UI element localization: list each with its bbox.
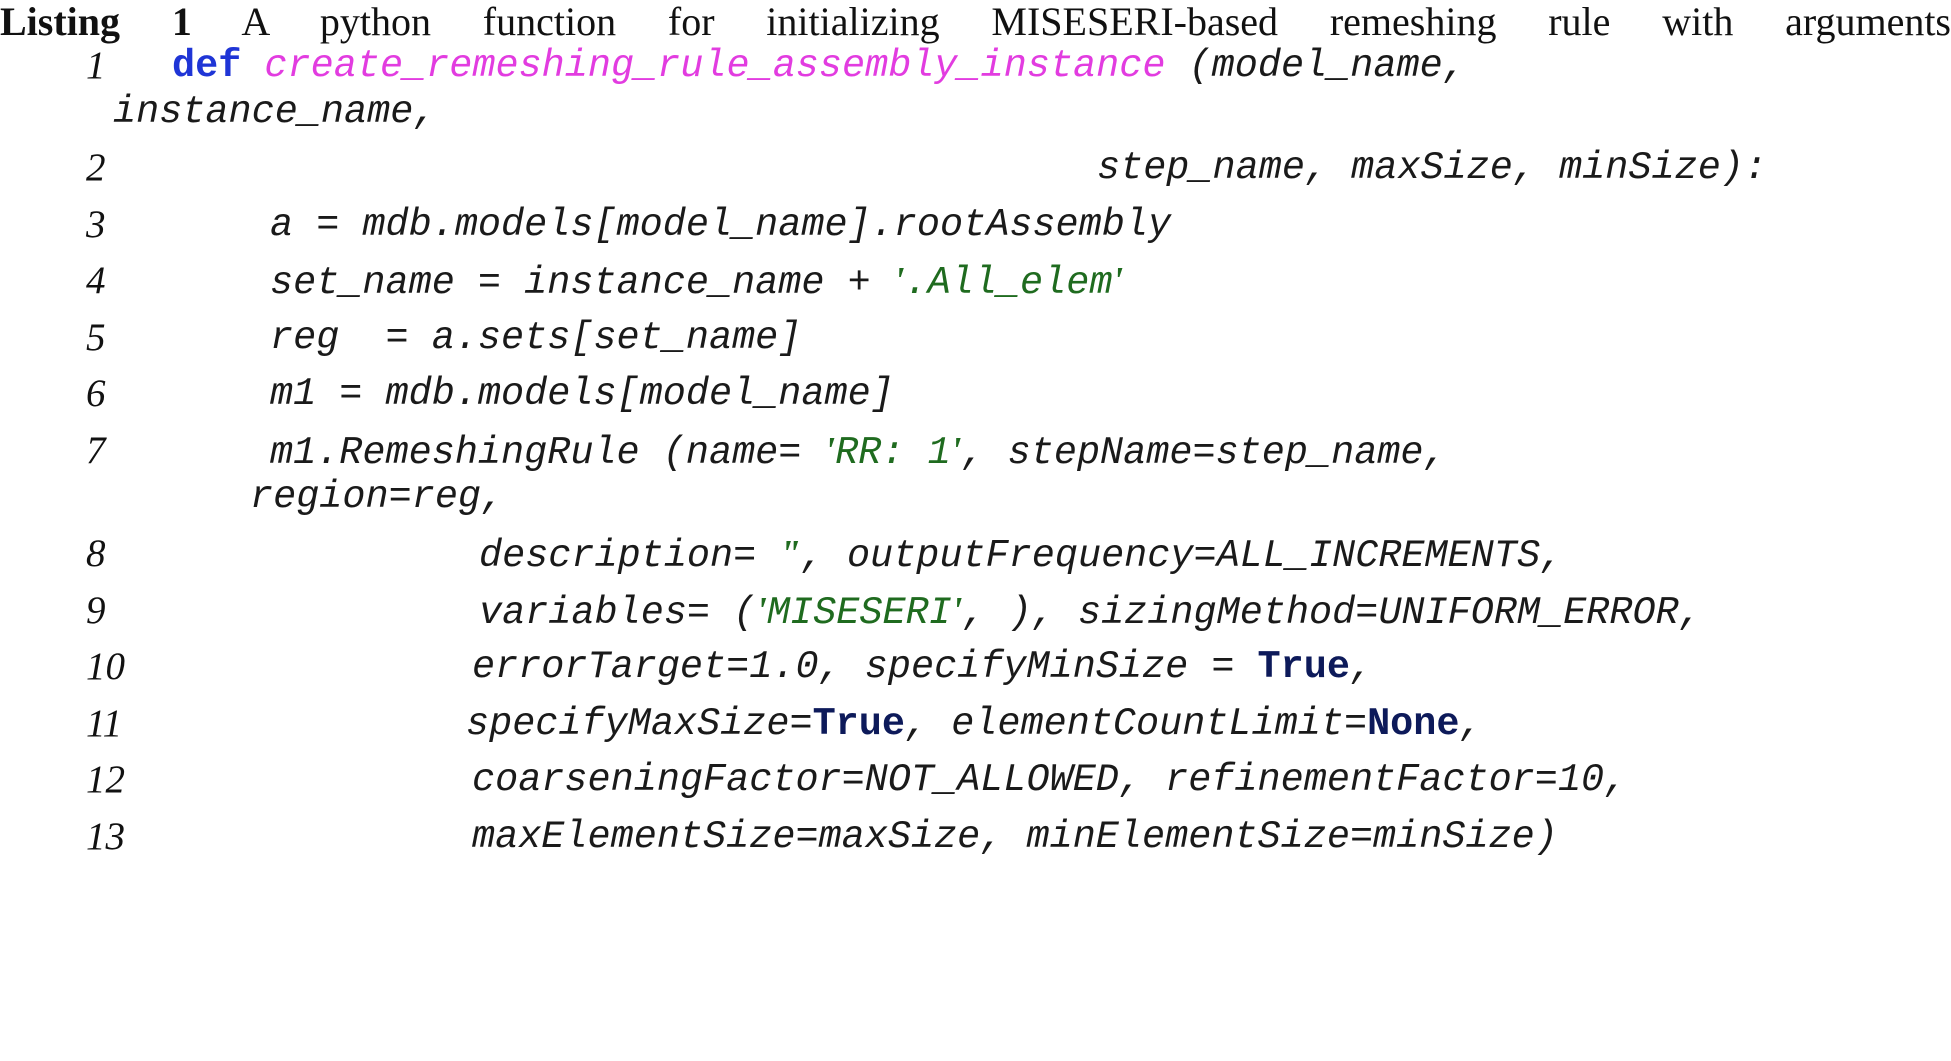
line-number: 7	[86, 429, 106, 472]
quote-mark: "	[779, 533, 801, 575]
line-number: 3	[86, 203, 106, 246]
code-text: , stepName=step_name,	[961, 431, 1447, 475]
quote-mark: '	[893, 260, 905, 302]
line-number: 5	[86, 316, 106, 359]
code-line-1-continuation: instance_name,	[113, 90, 437, 134]
code-text: ,	[1349, 645, 1374, 689]
line-number: 9	[86, 589, 106, 632]
code-text: (model_name,	[1165, 44, 1466, 88]
line-number: 4	[86, 259, 106, 302]
code-text: description=	[479, 534, 780, 578]
string-literal: RR: 1	[835, 431, 951, 475]
code-text: m1.RemeshingRule (name=	[270, 431, 825, 475]
code-line-7: m1.RemeshingRule (name= 'RR: 1', stepNam…	[270, 428, 1447, 476]
constant-true: True	[1257, 645, 1350, 689]
code-text: ,	[1459, 702, 1483, 746]
code-line-2: step_name, maxSize, minSize):	[1097, 146, 1768, 190]
code-line-11: specifyMaxSize=True, elementCountLimit=N…	[466, 701, 1483, 747]
listing-label: Listing 1	[0, 0, 192, 44]
code-text: specifyMaxSize=	[466, 702, 813, 746]
code-line-1: def create_remeshing_rule_assembly_insta…	[172, 43, 1466, 89]
listing-caption: Listing 1 A python function for initiali…	[0, 0, 1951, 44]
code-line-7-continuation: region=reg,	[250, 475, 505, 519]
line-number: 10	[86, 645, 125, 688]
code-text: errorTarget=1.0, specifyMinSize =	[472, 645, 1258, 689]
code-text: , elementCountLimit=	[904, 702, 1368, 746]
line-number: 12	[86, 758, 125, 801]
code-line-4: set_name = instance_name + '.All_elem'	[270, 258, 1123, 306]
line-number: 11	[86, 702, 123, 745]
string-literal: MISESERI	[766, 591, 952, 635]
line-number: 2	[86, 146, 106, 189]
code-text: set_name = instance_name +	[270, 261, 894, 305]
quote-mark: '	[756, 590, 767, 632]
quote-mark: '	[824, 430, 836, 472]
listing-caption-text: A python function for initializing MISES…	[241, 0, 1951, 44]
string-literal: .All_elem	[904, 261, 1113, 305]
keyword-def: def	[172, 44, 242, 88]
line-number: 1	[86, 44, 106, 87]
code-text: , outputFrequency=ALL_INCREMENTS,	[800, 534, 1564, 578]
code-line-12: coarseningFactor=NOT_ALLOWED, refinement…	[472, 758, 1628, 802]
line-number: 8	[86, 532, 106, 575]
quote-mark: '	[950, 430, 962, 472]
function-name: create_remeshing_rule_assembly_instance	[264, 44, 1166, 88]
code-line-3: a = mdb.models[model_name].rootAssembly	[270, 203, 1172, 247]
code-text: variables= (	[479, 591, 757, 635]
line-number: 13	[86, 815, 125, 858]
code-line-6: m1 = mdb.models[model_name]	[270, 372, 894, 416]
code-line-9: variables= ('MISESERI', ), sizingMethod=…	[479, 588, 1702, 636]
quote-mark: '	[951, 590, 963, 632]
code-line-10: errorTarget=1.0, specifyMinSize = True,	[472, 644, 1373, 690]
code-text: , ), sizingMethod=UNIFORM_ERROR,	[962, 591, 1702, 635]
code-space	[241, 44, 264, 88]
constant-none: None	[1367, 702, 1460, 746]
line-number: 6	[86, 372, 106, 415]
code-line-8: description= ", outputFrequency=ALL_INCR…	[479, 531, 1563, 579]
quote-mark: '	[1112, 260, 1124, 302]
code-line-5: reg = a.sets[set_name]	[270, 316, 802, 360]
constant-true: True	[812, 702, 905, 746]
code-line-13: maxElementSize=maxSize, minElementSize=m…	[472, 815, 1558, 859]
